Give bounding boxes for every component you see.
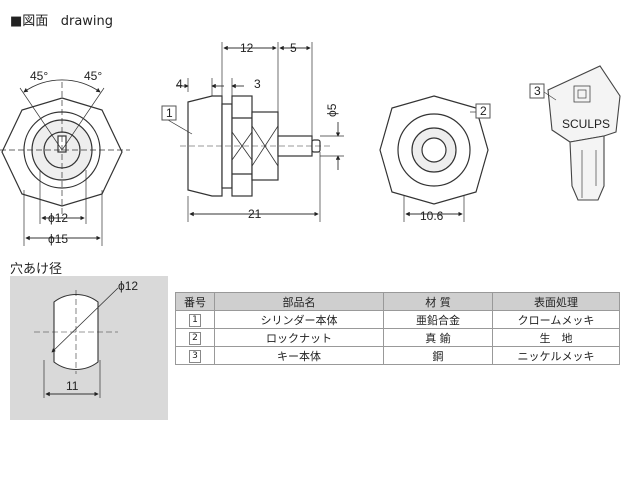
angle-left-label: 45° xyxy=(30,69,48,83)
front-view xyxy=(0,79,130,246)
table-header-row: 番号 部品名 材 質 表面処理 xyxy=(175,292,620,311)
dim-10-6-label: 10.6 xyxy=(420,209,444,223)
row-number-badge: 1 xyxy=(189,314,201,327)
title-marker: ■ xyxy=(10,14,23,29)
dim-21-label: 21 xyxy=(248,207,262,221)
finish: ニッケルメッキ xyxy=(492,346,620,365)
material: 亜鉛合金 xyxy=(383,310,493,329)
hole-section-title: 穴あけ径 xyxy=(10,262,63,277)
finish: 生 地 xyxy=(492,328,620,347)
dim-4-label: 4 xyxy=(176,77,183,91)
col-header-finish: 表面処理 xyxy=(492,292,620,311)
key-bow xyxy=(547,65,621,143)
callout-3: 3 xyxy=(534,84,541,98)
hole-width-label: 11 xyxy=(66,379,79,393)
finish: クロームメッキ xyxy=(492,310,620,329)
callout-1-box xyxy=(161,105,177,121)
dim-d5-label: ϕ5 xyxy=(325,103,339,117)
table-row: 2 ロックナット 真 鍮 生 地 xyxy=(175,328,620,347)
material: 鋼 xyxy=(383,346,493,365)
parts-table: 番号 部品名 材 質 表面処理 1 シリンダー本体 亜鉛合金 クロームメッキ 2… xyxy=(175,292,620,365)
part-name: ロックナット xyxy=(214,328,384,347)
row-number: 3 xyxy=(175,346,215,365)
row-number-badge: 3 xyxy=(189,350,201,363)
part-name: シリンダー本体 xyxy=(214,310,384,329)
title-jp: 図面 xyxy=(22,14,49,29)
title-en: drawing xyxy=(60,14,114,29)
page-title: ■図面 drawing xyxy=(10,10,113,29)
table-row: 1 シリンダー本体 亜鉛合金 クロームメッキ xyxy=(175,310,620,329)
diameter-12-label: ϕ12 xyxy=(48,211,68,225)
angle-right-label: 45° xyxy=(84,69,102,83)
material: 真 鍮 xyxy=(383,328,493,347)
row-number-badge: 2 xyxy=(189,332,201,345)
col-header-number: 番号 xyxy=(175,292,215,311)
callout-2-box xyxy=(475,103,491,119)
part-name: キー本体 xyxy=(214,346,384,365)
callout-3-box xyxy=(529,83,545,99)
dim-12-label: 12 xyxy=(240,41,254,55)
rear-view xyxy=(379,95,489,222)
key-blade xyxy=(569,135,605,201)
row-number: 2 xyxy=(175,328,215,347)
table-row: 3 キー本体 鋼 ニッケルメッキ xyxy=(175,346,620,365)
diameter-15-label: ϕ15 xyxy=(48,232,68,246)
hole-diagram xyxy=(34,287,119,398)
callout-2: 2 xyxy=(480,104,487,118)
dim-3-label: 3 xyxy=(254,77,261,91)
dim-5-label: 5 xyxy=(290,41,297,55)
key-brand-text: SCULPS xyxy=(562,117,610,131)
side-view xyxy=(167,42,344,222)
hole-diameter-label: ϕ12 xyxy=(118,279,138,293)
callout-1: 1 xyxy=(166,106,173,120)
key-drawing xyxy=(543,65,621,201)
col-header-part: 部品名 xyxy=(214,292,384,311)
col-header-material: 材 質 xyxy=(383,292,493,311)
row-number: 1 xyxy=(175,310,215,329)
